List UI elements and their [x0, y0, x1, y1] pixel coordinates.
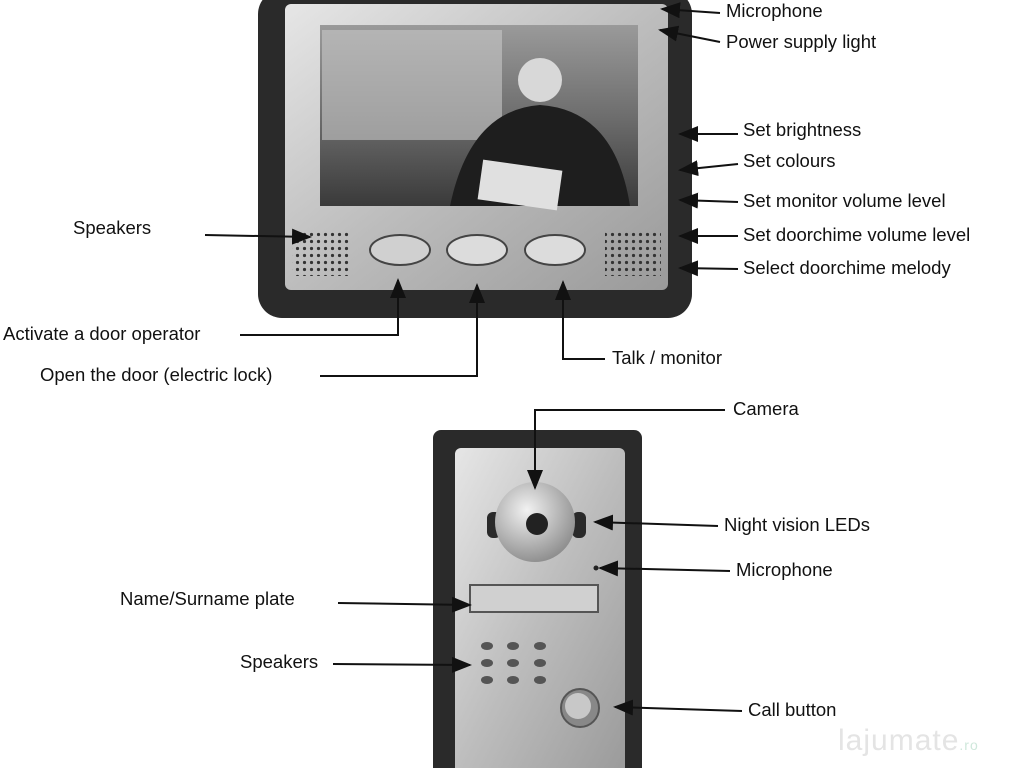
- talk-button: [524, 234, 586, 266]
- label-door-speakers: Speakers: [240, 651, 319, 672]
- label-monitor-volume: Set monitor volume level: [743, 190, 946, 211]
- unlock-button: [446, 234, 508, 266]
- indoor-monitor: [258, 0, 692, 318]
- label-night-leds: Night vision LEDs: [724, 514, 871, 535]
- name-plate: [469, 584, 599, 613]
- label-open-door: Open the door (electric lock): [40, 364, 273, 385]
- door-station: [433, 430, 642, 768]
- label-name-plate: Name/Surname plate: [120, 588, 295, 609]
- speaker-holes: [481, 642, 546, 684]
- label-brightness: Set brightness: [743, 119, 862, 140]
- watermark-logo: lajumate.ro: [838, 724, 979, 757]
- camera-lens: [526, 513, 548, 535]
- night-led-right: [572, 512, 586, 538]
- label-doorchime-volume: Set doorchime volume level: [743, 224, 971, 245]
- label-power-light: Power supply light: [726, 31, 877, 52]
- label-call-button: Call button: [748, 699, 837, 720]
- label-melody: Select doorchime melody: [743, 257, 951, 278]
- label-door-microphone: Microphone: [736, 559, 833, 580]
- label-camera: Camera: [733, 398, 799, 419]
- label-monitor-speakers: Speakers: [73, 217, 152, 238]
- leader-lines: [204, 2, 743, 716]
- speaker-grille-right: [605, 230, 661, 276]
- door-operator-button: [369, 234, 431, 266]
- label-door-operator: Activate a door operator: [3, 323, 201, 344]
- label-colours: Set colours: [743, 150, 836, 171]
- microphone-hole: [593, 565, 599, 571]
- label-microphone: Microphone: [726, 0, 823, 21]
- label-talk-monitor: Talk / monitor: [612, 347, 723, 368]
